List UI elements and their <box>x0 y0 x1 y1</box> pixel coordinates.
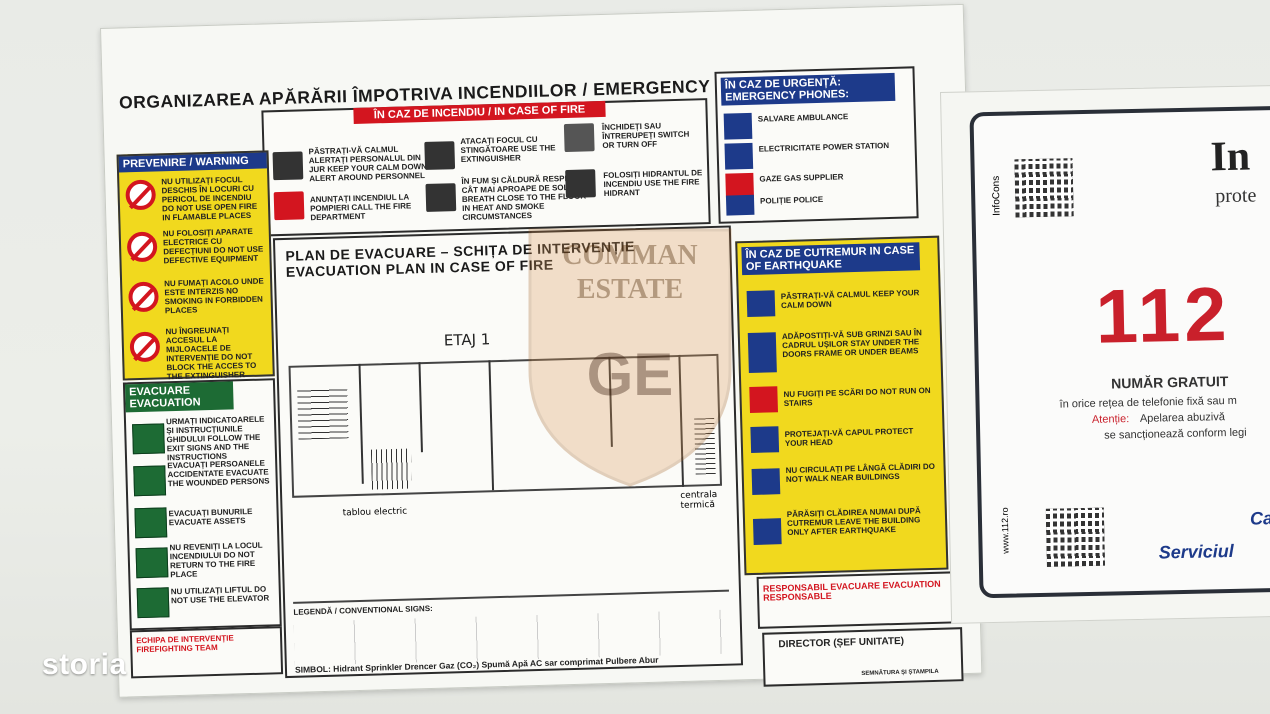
fire-item: PĂSTRAȚI-VĂ CALMUL ALERTAȚI PERSONALUL D… <box>308 144 428 184</box>
signature-label: SEMNĂTURA ȘI ȘTAMPILA <box>861 668 939 677</box>
prevention-box: PREVENIRE / WARNING NU UTILIZAȚI FOCUL D… <box>116 150 275 382</box>
qr-code-top <box>1014 158 1074 218</box>
fire-item: FOLOSIȚI HIDRANTUL DE INCENDIU USE THE F… <box>603 168 703 198</box>
floor-label: ETAJ 1 <box>443 330 491 350</box>
tablou-label: tablou electric <box>342 506 408 519</box>
emergency-112-card: InfoCons In prote 112 NUMĂR GRATUIT în o… <box>969 105 1270 599</box>
prevention-item: NU ÎNGREUNAȚI ACCESUL LA MIJLOACELE DE I… <box>165 325 257 382</box>
quake-item: NU FUGIȚI PE SCĂRI DO NOT RUN ON STAIRS <box>783 385 931 409</box>
watermark-logo-text: GE <box>586 341 674 408</box>
quake-item: NU CIRCULAȚI PE LÂNGĂ CLĂDIRI DO NOT WAL… <box>785 461 936 485</box>
emergency-number: 112 <box>1094 271 1232 360</box>
leave-icon <box>752 518 782 545</box>
no-block-icon <box>129 331 161 363</box>
info-sheet: InfoCons In prote 112 NUMĂR GRATUIT în o… <box>940 84 1270 624</box>
phone-icon <box>273 191 305 221</box>
no-stairs-icon <box>749 386 778 414</box>
card-footer2: Serviciul <box>1158 540 1234 563</box>
evacuation-item: URMAȚI INDICATOARELE ȘI INSTRUCȚIUNILE G… <box>165 414 265 463</box>
no-return-icon <box>135 547 169 579</box>
card-line3: Apelarea abuzivă <box>1139 411 1226 425</box>
ambulance-icon <box>723 112 753 140</box>
exit-sign-icon <box>132 423 165 455</box>
responsible-label: RESPONSABIL EVACUARE EVACUATION RESPONSA… <box>762 578 941 603</box>
storia-logo: storia <box>42 648 127 681</box>
team-label: ECHIPA DE INTERVENȚIE FIREFIGHTING TEAM <box>135 633 234 655</box>
qr-code-bottom <box>1045 507 1105 567</box>
head-icon <box>750 426 780 453</box>
building-icon <box>751 468 781 495</box>
site-label: www.112.ro <box>999 507 1011 554</box>
earthquake-header: ÎN CAZ DE CUTREMUR IN CASE OF EARTHQUAKE <box>741 242 921 276</box>
crawl-icon <box>425 183 457 212</box>
electricity-icon <box>724 142 754 170</box>
attention-label: Atenție: <box>1091 413 1130 426</box>
watermark-line2: ESTATE <box>576 274 684 305</box>
assets-icon <box>134 507 168 539</box>
card-line4: se sancționează conform legi <box>1104 426 1247 442</box>
switch-icon <box>563 123 595 153</box>
evacuation-item: NU REVENIȚI LA LOCUL INCENDIULUI DO NOT … <box>169 540 263 580</box>
fire-item: ANUNȚAȚI INCENDIUL LA POMPIERI CALL THE … <box>309 192 412 223</box>
watermark-logo: COMMAN ESTATE GE <box>520 220 740 490</box>
phone-police: POLIȚIE POLICE <box>759 194 824 206</box>
infocons-label: InfoCons <box>990 175 1003 216</box>
watermark-line1: COMMAN <box>562 240 698 271</box>
fire-item: ÎNCHIDEȚI SAU ÎNTRERUPEȚI SWITCH OR TURN… <box>601 121 690 151</box>
calm-icon <box>272 151 304 181</box>
evacuation-item: EVACUAȚI PERSOANELE ACCIDENTATE EVACUATE… <box>167 458 270 489</box>
no-electric-icon <box>126 231 158 263</box>
brand-fragment: In <box>1209 133 1251 181</box>
legend: LEGENDĂ / CONVENTIONAL SIGNS: SIMBOL: Hi… <box>293 589 731 675</box>
stairs-center <box>370 448 412 490</box>
wounded-icon <box>133 465 167 497</box>
hydrant-icon <box>565 169 596 199</box>
evacuation-item: NU UTILIZAȚI LIFTUL DO NOT USE THE ELEVA… <box>170 584 270 606</box>
earthquake-box: ÎN CAZ DE CUTREMUR IN CASE OF EARTHQUAKE… <box>735 235 949 576</box>
card-line2: în orice rețea de telefonie fixă sau m <box>1059 394 1237 411</box>
shield-icon <box>528 228 732 487</box>
calm-face-icon <box>746 290 776 318</box>
quake-item: PĂRĂSIȚI CLĂDIREA NUMAI DUPĂ CUTREMUR LE… <box>786 506 921 538</box>
police-icon <box>725 194 755 216</box>
prevention-item: NU UTILIZAȚI FOCUL DESCHIS ÎN LOCURI CU … <box>161 175 258 223</box>
phone-ambulance: SALVARE AMBULANCE <box>757 112 849 124</box>
quake-item: PĂSTRAȚI-VĂ CALMUL KEEP YOUR CALM DOWN <box>780 288 920 311</box>
evacuation-item: EVACUAȚI BUNURILE EVACUATE ASSETS <box>168 506 253 528</box>
team-box: ECHIPA DE INTERVENȚIE FIREFIGHTING TEAM <box>129 626 284 679</box>
responsible-box: RESPONSABIL EVACUARE EVACUATION RESPONSA… <box>756 571 958 629</box>
phones-header: ÎN CAZ DE URGENȚĂ: EMERGENCY PHONES: <box>720 72 896 106</box>
prevention-item: NU FOLOSIȚI APARATE ELECTRICE CU DEFECȚI… <box>162 226 264 266</box>
stairs-left <box>297 388 349 440</box>
prevention-item: NU FUMAȚI ACOLO UNDE ESTE INTERZIS NO SM… <box>164 276 264 316</box>
card-footer1: Ca <box>1249 508 1270 529</box>
free-line: NUMĂR GRATUIT <box>1110 373 1229 392</box>
extinguisher-icon <box>424 141 456 170</box>
director-label: DIRECTOR (ȘEF UNITATE) <box>778 635 905 651</box>
no-elevator-icon <box>136 587 170 619</box>
prevention-header: PREVENIRE / WARNING <box>118 152 267 173</box>
quake-item: ADĂPOSTIȚI-VĂ SUB GRINZI SAU ÎN CADRUL U… <box>781 328 922 360</box>
no-fire-icon <box>125 179 157 211</box>
phone-power: ELECTRICITATE POWER STATION <box>758 141 890 154</box>
fire-box: ÎN CAZ DE INCENDIU / IN CASE OF FIRE PĂS… <box>261 98 711 237</box>
director-box: DIRECTOR (ȘEF UNITATE) SEMNĂTURA ȘI ȘTAM… <box>762 627 964 687</box>
centrala-label: centrala termică <box>680 489 718 511</box>
phones-box: ÎN CAZ DE URGENȚĂ: EMERGENCY PHONES: SAL… <box>714 66 919 224</box>
brand-sub: prote <box>1215 184 1257 208</box>
quake-item: PROTEJAȚI-VĂ CAPUL PROTECT YOUR HEAD <box>784 426 914 449</box>
phone-gas: GAZE GAS SUPPLIER <box>759 172 844 184</box>
evacuation-header: EVACUARE EVACUATION <box>124 381 234 413</box>
no-smoking-icon <box>128 281 159 313</box>
evacuation-box: EVACUARE EVACUATION URMAȚI INDICATOARELE… <box>122 378 282 631</box>
doorframe-icon <box>747 332 777 374</box>
